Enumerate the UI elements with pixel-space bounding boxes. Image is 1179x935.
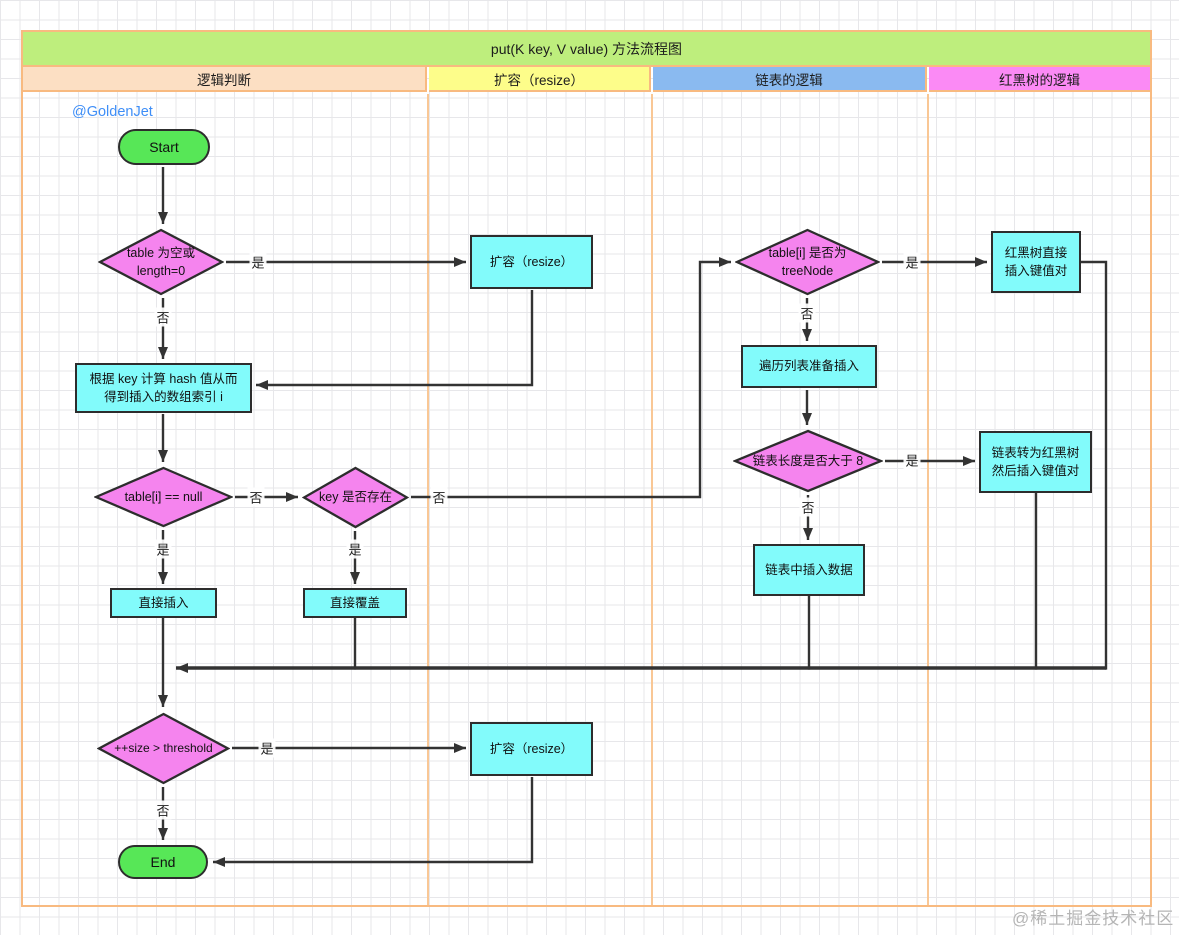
decision-table-empty: table 为空或 length=0	[98, 228, 224, 296]
site-watermark: @稀土掘金技术社区	[1012, 909, 1175, 928]
lane-divider	[927, 94, 929, 905]
node-label: 遍历列表准备插入	[758, 359, 859, 374]
node-label: Start	[149, 138, 179, 155]
node-label: 链表长度是否大于 8	[752, 453, 864, 468]
node-label: 链表中插入数据	[765, 562, 853, 577]
node-label: End	[150, 853, 176, 870]
edge-label-yes: 是	[258, 738, 276, 758]
process-insert-direct: 直接插入	[110, 588, 217, 618]
node-label: ++size > threshold	[114, 740, 213, 755]
process-overwrite: 直接覆盖	[303, 588, 407, 618]
diamond-shape	[94, 466, 233, 528]
decision-length-gt-8: 链表长度是否大于 8	[733, 429, 883, 493]
swimlane-frame: put(K key, V value) 方法流程图 逻辑判断 扩容（resize…	[21, 30, 1152, 907]
edge-resize-to-hash	[256, 290, 534, 390]
decision-table-null: table[i] == null	[94, 466, 233, 528]
node-label: 直接覆盖	[329, 595, 380, 610]
edge-label-no: 否	[247, 487, 265, 507]
decision-key-exists: key 是否存在	[302, 466, 409, 529]
process-calc-hash: 根据 key 计算 hash 值从而 得到插入的数组索引 i	[75, 363, 252, 413]
process-traverse-list: 遍历列表准备插入	[741, 345, 877, 388]
diamond-shape	[97, 712, 230, 785]
lane-header-resize: 扩容（resize）	[429, 67, 651, 92]
decision-is-treenode: table[i] 是否为 treeNode	[735, 228, 880, 296]
process-rbtree-insert: 红黑树直接 插入键值对	[991, 231, 1081, 293]
diagram-title: put(K key, V value) 方法流程图	[23, 32, 1150, 67]
process-resize-bottom: 扩容（resize）	[470, 722, 593, 776]
edge-label-no: 否	[799, 497, 817, 517]
diamond-shape	[733, 429, 883, 493]
author-credit: @GoldenJet	[72, 104, 153, 120]
node-start: Start	[118, 129, 210, 165]
decision-size-threshold: ++size > threshold	[97, 712, 230, 785]
edge-label-no: 否	[430, 487, 448, 507]
node-label: 链表转为红黑树 然后插入键值对	[991, 445, 1080, 478]
edge-label-yes: 是	[346, 539, 364, 559]
node-label: table[i] 是否为 treeNode	[768, 245, 847, 278]
node-label: table 为空或 length=0	[126, 245, 196, 278]
edge-resize-to-end	[213, 777, 534, 867]
lane-header-linkedlist: 链表的逻辑	[653, 67, 927, 92]
edge-label-yes: 是	[903, 450, 921, 470]
edge-label-yes: 是	[154, 539, 172, 559]
node-label: table[i] == null	[124, 489, 203, 504]
edge-keyexists-no-treenode	[411, 257, 731, 499]
edge-label-no: 否	[154, 307, 172, 327]
process-convert-rbtree: 链表转为红黑树 然后插入键值对	[979, 431, 1092, 493]
node-label: key 是否存在	[319, 490, 392, 505]
lane-divider	[651, 94, 653, 905]
lane-divider	[427, 94, 429, 905]
diamond-shape	[735, 228, 880, 296]
edge-label-yes: 是	[249, 252, 267, 272]
lane-header-rbtree: 红黑树的逻辑	[929, 67, 1150, 92]
node-label: 红黑树直接 插入键值对	[1004, 245, 1068, 278]
lane-header-logic: 逻辑判断	[23, 67, 427, 92]
edge-label-no: 否	[798, 303, 816, 323]
node-label: 根据 key 计算 hash 值从而 得到插入的数组索引 i	[89, 371, 238, 404]
edge-label-yes: 是	[903, 252, 921, 272]
process-resize-top: 扩容（resize）	[470, 235, 593, 289]
node-label: 直接插入	[138, 595, 189, 610]
process-chain-insert: 链表中插入数据	[753, 544, 865, 596]
node-label: 扩容（resize）	[489, 254, 574, 269]
diamond-shape	[302, 466, 409, 529]
edge-rbinsert-down	[1081, 260, 1108, 670]
node-end: End	[118, 845, 208, 879]
edge-label-no: 否	[154, 800, 172, 820]
node-label: 扩容（resize）	[489, 741, 574, 756]
diamond-shape	[98, 228, 224, 296]
